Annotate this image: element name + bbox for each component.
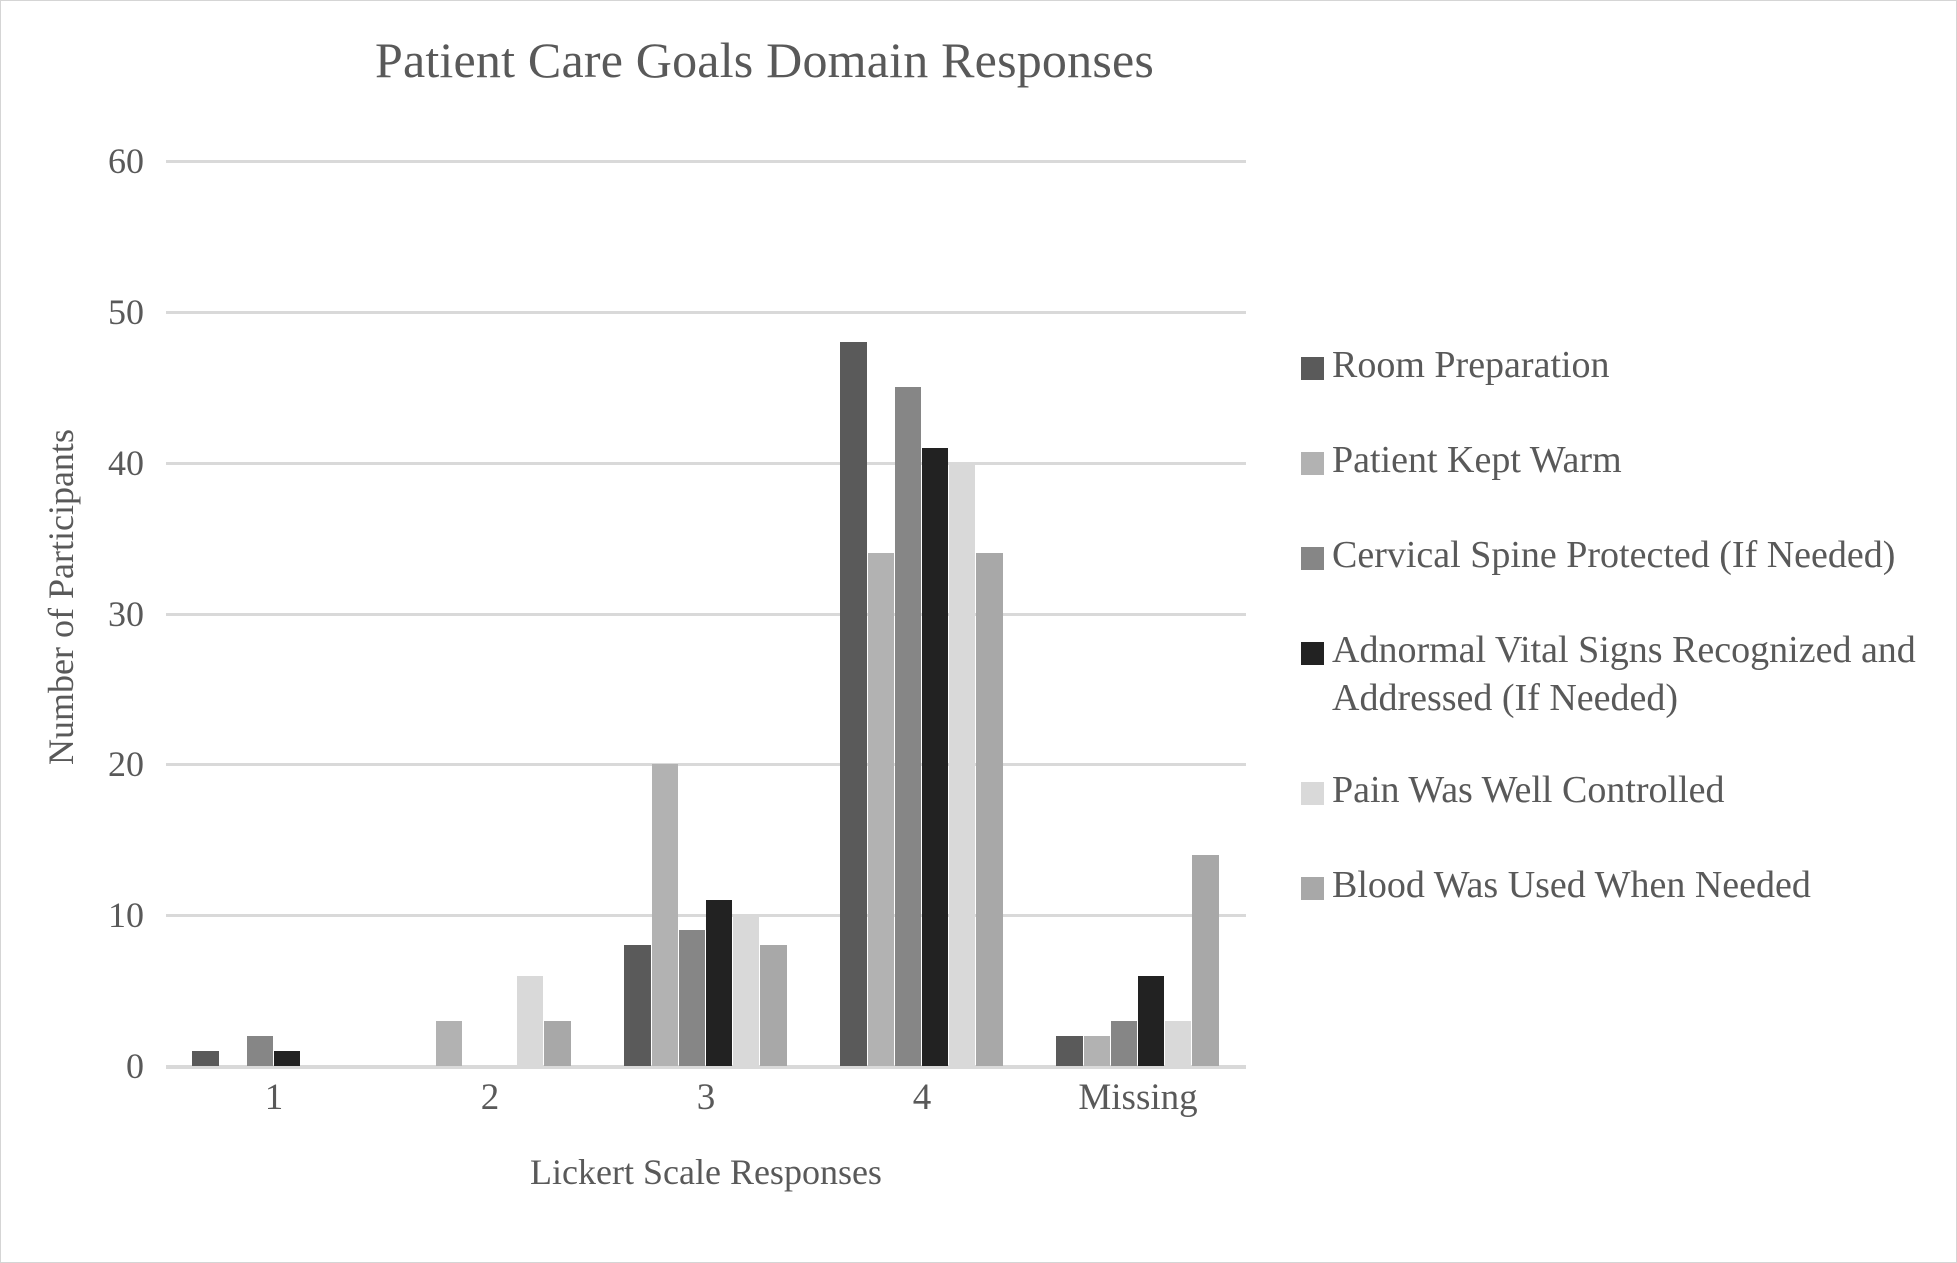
bar <box>733 915 760 1066</box>
bar <box>760 945 787 1066</box>
bar <box>1192 854 1219 1066</box>
legend-swatch-icon <box>1301 547 1324 570</box>
legend-swatch-icon <box>1301 877 1324 900</box>
y-tick-label: 0 <box>126 1046 144 1086</box>
bar <box>678 930 705 1066</box>
bar <box>1165 1020 1192 1066</box>
bar <box>624 945 651 1066</box>
gridline-0 <box>166 1065 1246 1069</box>
x-tick-label: 2 <box>480 1077 500 1118</box>
plot-area: 0 10 20 30 40 50 60 <box>108 141 1246 1086</box>
x-tick-label: 4 <box>912 1077 932 1118</box>
bar <box>651 764 678 1066</box>
bar <box>517 975 544 1066</box>
bar <box>246 1035 273 1066</box>
gridline-40 <box>166 461 1246 465</box>
y-tick-label: 40 <box>108 442 144 483</box>
bar <box>706 900 733 1066</box>
chart-title-text: Patient Care Goals Domain Responses <box>374 32 1155 88</box>
legend-item-label: Cervical Spine Protected (If Needed) <box>1332 534 1896 576</box>
legend-item[interactable]: Adnormal Vital Signs Recognized and Addr… <box>1301 626 1941 722</box>
bar <box>922 447 949 1066</box>
legend-item-label: Patient Kept Warm <box>1332 439 1622 481</box>
y-tick-label: 20 <box>108 744 144 785</box>
bar <box>840 342 867 1066</box>
x-tick-label: 1 <box>264 1077 284 1118</box>
legend-item-label: Adnormal Vital Signs Recognized and Addr… <box>1332 629 1916 719</box>
legend-item-label: Room Preparation <box>1332 344 1610 386</box>
legend-item[interactable]: Patient Kept Warm <box>1301 436 1941 484</box>
bar <box>1056 1035 1083 1066</box>
y-tick-label: 60 <box>108 141 144 181</box>
bar <box>274 1050 301 1066</box>
legend-item[interactable]: Pain Was Well Controlled <box>1301 766 1941 814</box>
legend-item-label: Pain Was Well Controlled <box>1332 769 1725 811</box>
gridline-50 <box>166 310 1246 314</box>
bar <box>192 1050 219 1066</box>
gridline-20 <box>166 763 1246 767</box>
x-axis-title: Lickert Scale Responses <box>530 1152 882 1192</box>
gridline-30 <box>166 612 1246 616</box>
y-tick-label: 30 <box>108 593 144 634</box>
x-tick-label: Missing <box>1078 1077 1198 1118</box>
legend-item[interactable]: Room Preparation <box>1301 341 1941 389</box>
x-tick-label: 3 <box>696 1077 716 1118</box>
gridline-60 <box>166 160 1246 163</box>
bars-layer <box>166 161 1246 1066</box>
y-tick-label: 50 <box>108 291 144 332</box>
bar <box>544 1020 571 1066</box>
bar <box>949 462 976 1066</box>
bar <box>867 553 894 1066</box>
bar <box>1138 975 1165 1066</box>
bar <box>1083 1035 1110 1066</box>
legend-swatch-icon <box>1301 357 1324 380</box>
page-title: Patient Care Goals Domain Responses <box>1 31 1956 89</box>
bar <box>894 387 921 1066</box>
legend-swatch-icon <box>1301 782 1324 805</box>
bar <box>976 553 1003 1066</box>
y-tick-label: 10 <box>108 895 144 936</box>
legend-item[interactable]: Blood Was Used When Needed <box>1301 861 1941 909</box>
legend-item-label: Blood Was Used When Needed <box>1332 864 1811 906</box>
legend-swatch-icon <box>1301 452 1324 475</box>
bar <box>1110 1020 1137 1066</box>
legend-swatch-icon <box>1301 642 1324 665</box>
legend-item[interactable]: Cervical Spine Protected (If Needed) <box>1301 531 1941 579</box>
bar <box>435 1020 462 1066</box>
